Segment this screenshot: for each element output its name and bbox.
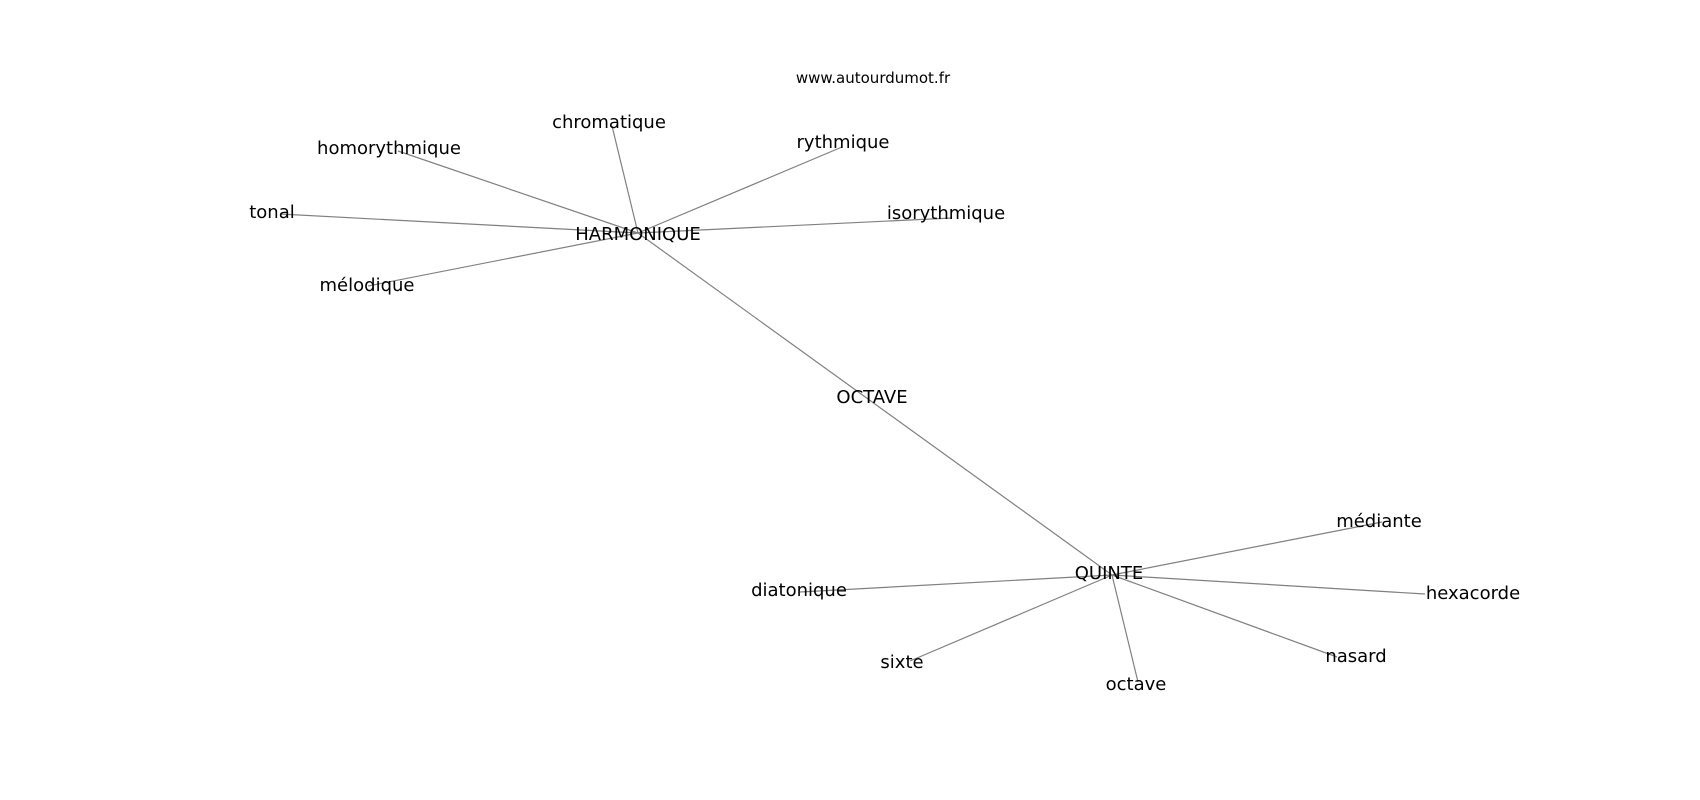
node-nasard: nasard xyxy=(1325,646,1386,667)
node-homorythmique: homorythmique xyxy=(317,138,461,159)
node-isorythmique: isorythmique xyxy=(887,203,1005,224)
edge-quinte-hexacorde xyxy=(1111,574,1426,595)
node-melodique: mélodique xyxy=(320,275,415,296)
edge-harmonique-chromatique xyxy=(611,125,639,234)
edge-harmonique-rythmique xyxy=(637,146,843,234)
edge-harmonique-melodique xyxy=(367,232,639,287)
node-octave: octave xyxy=(1106,674,1167,695)
site-url: www.autourdumot.fr xyxy=(796,69,951,87)
node-center-octave: OCTAVE xyxy=(836,387,907,408)
node-hexacorde: hexacorde xyxy=(1426,583,1520,604)
node-rythmique: rythmique xyxy=(797,132,890,153)
edge-quinte-octave xyxy=(1111,574,1139,683)
node-chromatique: chromatique xyxy=(552,112,666,133)
edge-harmonique-isorythmique xyxy=(637,217,953,234)
node-hub-harmonique: HARMONIQUE xyxy=(575,224,701,245)
edge-quinte-mediante xyxy=(1111,521,1383,576)
labels: www.autourdumot.fr OCTAVE HARMONIQUE chr… xyxy=(249,69,1520,695)
edge-quinte-nasard xyxy=(1111,574,1338,658)
node-mediante: médiante xyxy=(1336,511,1422,532)
edges xyxy=(279,125,1426,683)
node-tonal: tonal xyxy=(249,202,295,223)
edge-harmonique-quinte xyxy=(637,232,1113,576)
edge-harmonique-homorythmique xyxy=(397,150,639,234)
edge-quinte-sixte xyxy=(909,574,1113,662)
node-hub-quinte: QUINTE xyxy=(1075,563,1143,584)
node-sixte: sixte xyxy=(880,652,923,673)
node-diatonique: diatonique xyxy=(751,580,847,601)
edge-harmonique-tonal xyxy=(279,213,639,234)
edge-quinte-diatonique xyxy=(799,574,1113,593)
